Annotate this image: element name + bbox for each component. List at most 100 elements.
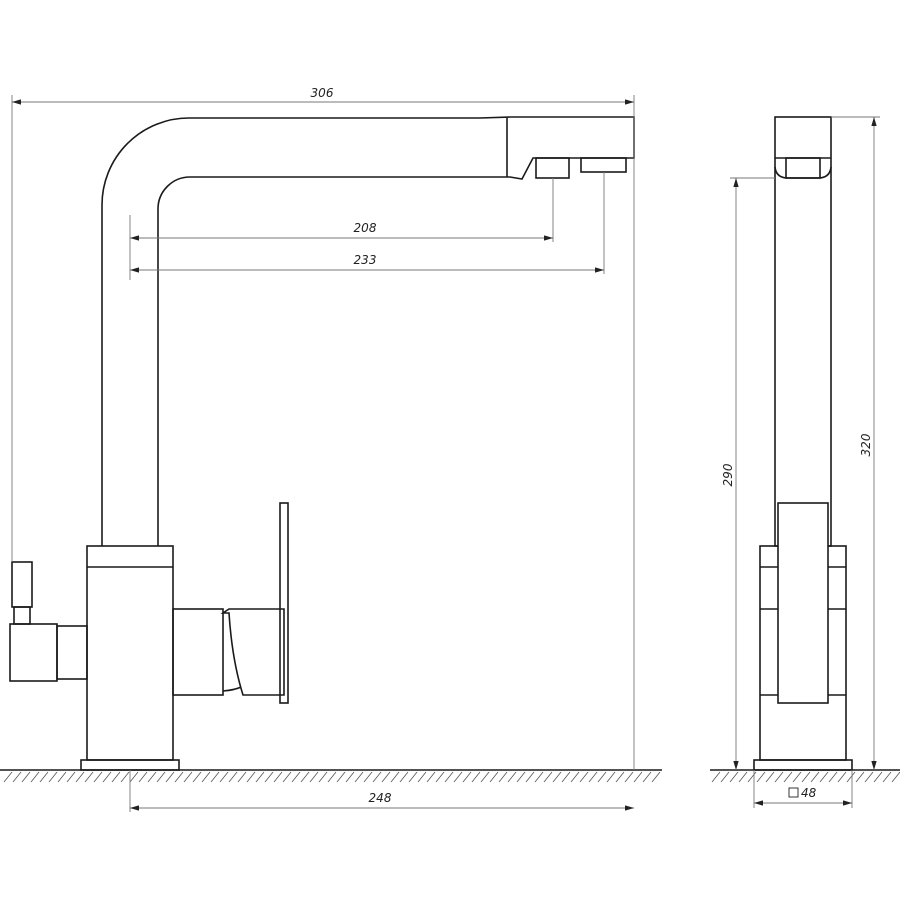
hatch-line (192, 771, 202, 783)
faucet-body (86, 545, 174, 761)
hatch-line (462, 771, 472, 783)
hatch-line (174, 771, 184, 783)
hatch-line (837, 771, 847, 783)
hatch-line (66, 771, 76, 783)
hatch-line (336, 771, 346, 783)
hatch-line (237, 771, 247, 783)
hatch-line (738, 771, 748, 783)
hatch-line (165, 771, 175, 783)
hatch-line (624, 771, 634, 783)
hatch-line (444, 771, 454, 783)
hatch-line (597, 771, 607, 783)
hatch-line (480, 771, 490, 783)
hatch-line (642, 771, 652, 783)
hatch-line (219, 771, 229, 783)
square-icon (788, 787, 799, 798)
dim-290: 290 (721, 463, 735, 486)
hatch-line (390, 771, 400, 783)
hatch-line (543, 771, 553, 783)
hatch-line (84, 771, 94, 783)
dim-320: 320 (859, 433, 873, 456)
dim-248: 248 (369, 791, 392, 805)
outlet-2 (580, 157, 627, 173)
hatch-line (246, 771, 256, 783)
hatch-line (201, 771, 211, 783)
hatch-line (588, 771, 598, 783)
hatch-line (300, 771, 310, 783)
hatch-line (711, 771, 721, 783)
hatch-line (399, 771, 409, 783)
lever-plate (279, 502, 289, 704)
hatch-line (525, 771, 535, 783)
hatch-line (729, 771, 739, 783)
hatch-line (111, 771, 121, 783)
side-lever (777, 502, 829, 704)
hatch-line (855, 771, 865, 783)
hatch-line (345, 771, 355, 783)
hatch-line (183, 771, 193, 783)
hatch-line (75, 771, 85, 783)
hatch-line (489, 771, 499, 783)
hatch-line (579, 771, 589, 783)
dim-306: 306 (311, 86, 334, 100)
hatch-line (561, 771, 571, 783)
hatch-line (291, 771, 301, 783)
front-view: 306 208 233 248 (0, 86, 662, 812)
ground-hatching (711, 771, 900, 783)
hatch-line (210, 771, 220, 783)
hatch-line (720, 771, 730, 783)
hatch-line (426, 771, 436, 783)
hatch-line (318, 771, 328, 783)
hatch-line (129, 771, 139, 783)
hatch-line (309, 771, 319, 783)
hatch-line (417, 771, 427, 783)
hatch-line (57, 771, 67, 783)
side-outlet (785, 157, 821, 179)
hatch-line (21, 771, 31, 783)
filter-valve-handle (11, 561, 33, 608)
hatch-line (615, 771, 625, 783)
hatch-line (783, 771, 793, 783)
hatch-line (30, 771, 40, 783)
hatch-line (498, 771, 508, 783)
hatch-line (120, 771, 130, 783)
hatch-line (12, 771, 22, 783)
hatch-line (354, 771, 364, 783)
hatch-line (273, 771, 283, 783)
faucet-base (80, 759, 180, 771)
hatch-line (147, 771, 157, 783)
hatch-line (810, 771, 820, 783)
side-spout-column (774, 116, 832, 547)
outlet-1 (535, 157, 570, 179)
hatch-line (507, 771, 517, 783)
hatch-line (264, 771, 274, 783)
hatch-line (516, 771, 526, 783)
side-view: 290 320 48 (710, 116, 900, 808)
hatch-line (819, 771, 829, 783)
hatch-line (102, 771, 112, 783)
lever-hub (172, 608, 224, 696)
hatch-line (552, 771, 562, 783)
hatch-line (891, 771, 900, 783)
hatch-line (228, 771, 238, 783)
hatch-line (633, 771, 643, 783)
hatch-line (873, 771, 883, 783)
hatch-line (534, 771, 544, 783)
hatch-line (372, 771, 382, 783)
hatch-line (828, 771, 838, 783)
hatch-line (327, 771, 337, 783)
dim-48: 48 (801, 786, 817, 800)
dim-233: 233 (354, 253, 377, 267)
hatch-line (3, 771, 13, 783)
dim-208: 208 (354, 221, 377, 235)
hatch-line (93, 771, 103, 783)
hatch-line (846, 771, 856, 783)
hatch-line (453, 771, 463, 783)
hatch-line (570, 771, 580, 783)
hatch-line (801, 771, 811, 783)
hatch-line (765, 771, 775, 783)
hatch-line (756, 771, 766, 783)
hatch-line (651, 771, 661, 783)
